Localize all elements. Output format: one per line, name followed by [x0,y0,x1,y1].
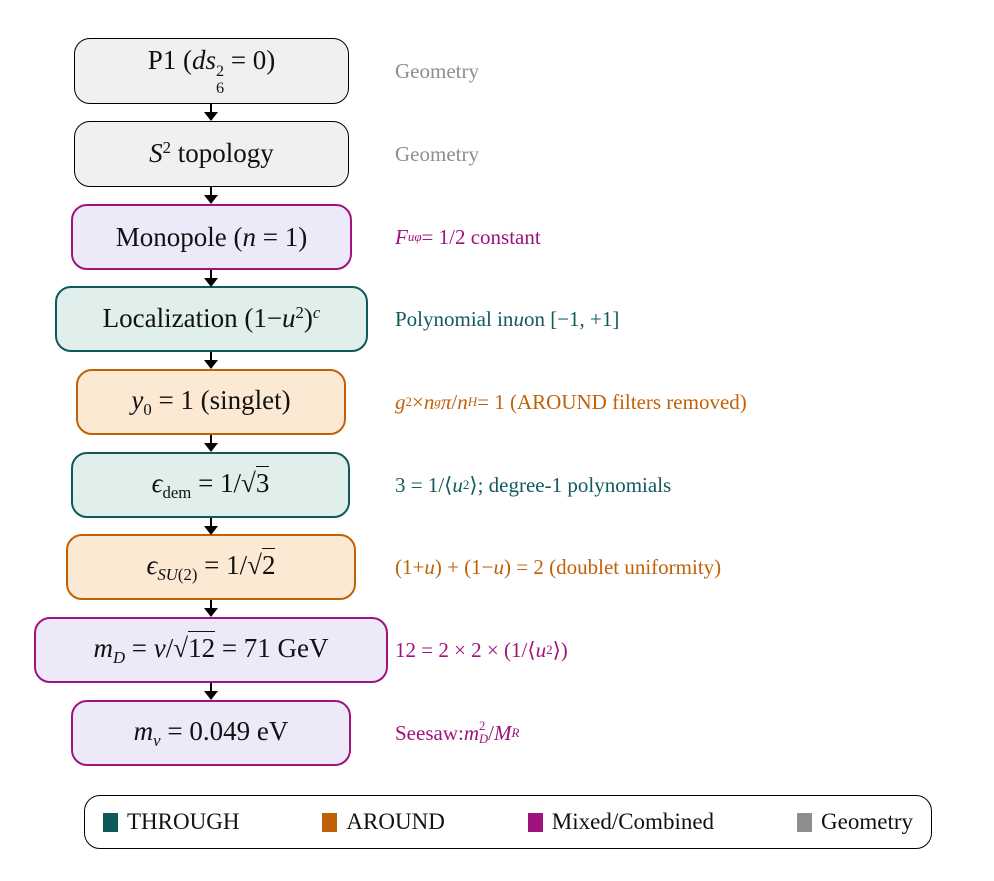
node-label: ϵdem = 1/√3 [151,465,270,502]
node-label: mν = 0.049 eV [133,715,289,750]
arrow-down-icon [204,435,218,452]
flow-node-s2-topology: S2 topology [74,121,349,187]
arrow-down-icon [204,270,218,287]
flow-node-epsilon-dem: ϵdem = 1/√3 [71,452,350,518]
arrow-down-icon [204,187,218,204]
legend-swatch-mixed-icon [527,812,543,832]
flow-node-y0-singlet: y0 = 1 (singlet) [76,369,346,435]
node-annotation: Geometry [395,58,479,83]
legend-swatch-geometry-icon [797,812,813,832]
flow-node-localization: Localization (1−u2)c [55,286,368,352]
arrow-down-icon [204,683,218,700]
flow-node-dirac-mass: mD = v/√12 = 71 GeV [34,617,388,683]
node-annotation: Polynomial in u on [−1, +1] [395,306,620,331]
node-annotation: Geometry [395,141,479,166]
legend-label: AROUND [346,809,445,834]
node-label: mD = v/√12 = 71 GeV [93,630,329,667]
arrow-down-icon [204,600,218,617]
legend-swatch-through-icon [103,812,118,832]
arrow-down-icon [204,104,218,121]
legend-item-through: THROUGH [103,809,239,835]
node-label: y0 = 1 (singlet) [131,384,291,419]
legend-item-around: AROUND [322,809,445,835]
legend-label: THROUGH [127,809,240,834]
legend-label: Geometry [821,809,913,834]
legend-label: Mixed/Combined [551,809,715,834]
flow-node-neutrino-mass: mν = 0.049 eV [71,700,351,766]
legend-item-mixed-combined: Mixed/Combined [527,809,715,835]
legend: THROUGH AROUND Mixed/Combined Geometry [84,795,932,849]
node-label: Monopole (n = 1) [115,221,308,252]
node-label: ϵSU(2) = 1/√2 [146,547,276,584]
flow-node-epsilon-su2: ϵSU(2) = 1/√2 [66,534,356,600]
node-label: Localization (1−u2)c [102,303,321,334]
legend-swatch-around-icon [322,812,338,832]
arrow-down-icon [204,352,218,369]
legend-item-geometry: Geometry [797,809,913,835]
node-annotation: (1+u) + (1−u) = 2 (doublet uniformity) [395,554,722,579]
flow-node-monopole: Monopole (n = 1) [71,204,352,270]
node-label: S2 topology [149,138,274,169]
arrow-down-icon [204,518,218,535]
